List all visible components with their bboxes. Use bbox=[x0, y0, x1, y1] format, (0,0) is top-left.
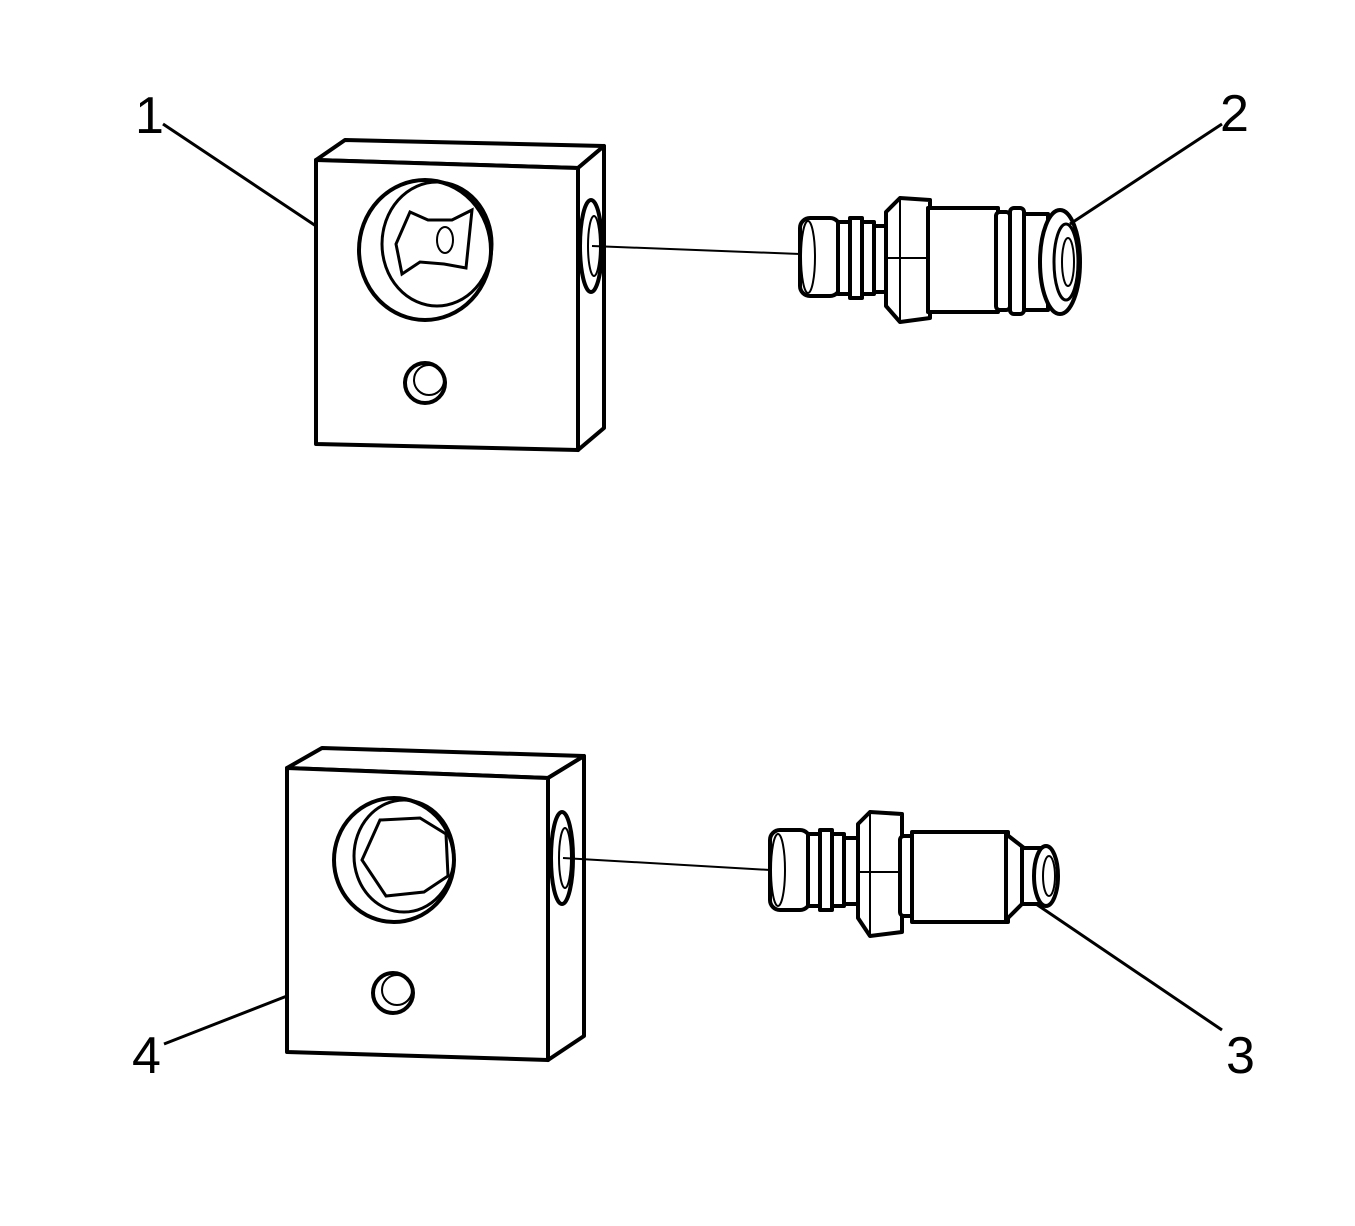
leader-line-3 bbox=[1035, 902, 1223, 1032]
lower-adapter-block bbox=[285, 746, 586, 1062]
upper-fitting bbox=[798, 196, 1082, 324]
lower-centerline bbox=[562, 857, 771, 871]
leader-line-2 bbox=[1069, 122, 1223, 226]
callout-label-3: 3 bbox=[1226, 1027, 1255, 1085]
callout-label-2: 2 bbox=[1220, 85, 1249, 143]
lower-fitting bbox=[768, 810, 1060, 938]
upper-adapter-block bbox=[314, 138, 606, 452]
upper-centerline bbox=[591, 245, 801, 255]
leader-line-4 bbox=[163, 994, 288, 1046]
leader-line-1 bbox=[162, 122, 317, 228]
callout-label-4: 4 bbox=[132, 1027, 161, 1085]
callout-label-1: 1 bbox=[135, 87, 164, 145]
